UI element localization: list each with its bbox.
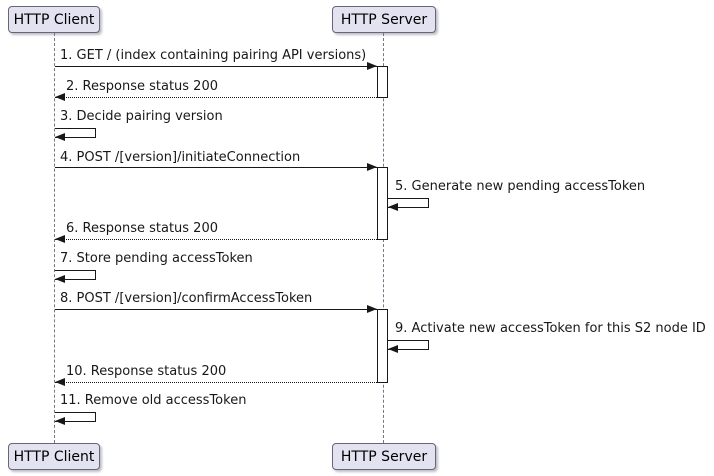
participant-http-server-top: HTTP Server [332,6,436,33]
participant-http-server-bottom: HTTP Server [332,443,436,470]
message-1-line [55,66,377,67]
message-4-label: 4. POST /[version]/initiateConnection [60,150,301,165]
message-9-arrowhead-icon [388,345,398,353]
message-11-label: 11. Remove old accessToken [60,393,247,408]
message-4-line [55,167,377,168]
participant-http-client-top-label: HTTP Client [13,11,95,28]
lifeline-http-client [54,33,55,443]
message-10-line [55,382,377,383]
message-6-label: 6. Response status 200 [66,221,218,236]
message-8-label: 8. POST /[version]/confirmAccessToken [60,291,313,306]
message-11-arrowhead-icon [55,417,65,425]
message-2-label: 2. Response status 200 [66,79,218,94]
message-5-self-loop [388,198,429,208]
participant-http-server-bottom-label: HTTP Server [340,448,428,465]
message-8-line [55,309,377,310]
message-8-arrowhead-icon [367,305,377,313]
message-6-arrowhead-icon [55,235,65,243]
message-9-label: 9. Activate new accessToken for this S2 … [395,321,706,336]
message-10-arrowhead-icon [55,378,65,386]
message-11-self-loop [55,412,96,422]
participant-http-client-bottom-label: HTTP Client [13,448,95,465]
message-7-self-loop [55,270,96,280]
message-5-label: 5. Generate new pending accessToken [395,179,646,194]
message-7-label: 7. Store pending accessToken [60,251,253,266]
message-6-line [55,239,377,240]
message-3-label: 3. Decide pairing version [60,109,223,124]
participant-http-server-top-label: HTTP Server [340,11,428,28]
message-7-arrowhead-icon [55,275,65,283]
message-1-arrowhead-icon [367,62,377,70]
message-3-self-loop [55,128,96,138]
message-5-arrowhead-icon [388,203,398,211]
participant-http-client-bottom: HTTP Client [8,443,100,470]
activation-bar-1 [377,66,388,98]
message-4-arrowhead-icon [367,163,377,171]
activation-bar-3 [377,309,388,383]
message-3-arrowhead-icon [55,133,65,141]
activation-bar-2 [377,167,388,240]
message-10-label: 10. Response status 200 [66,364,227,379]
message-1-label: 1. GET / (index containing pairing API v… [60,48,367,63]
participant-http-client-top: HTTP Client [8,6,100,33]
message-2-arrowhead-icon [55,93,65,101]
message-9-self-loop [388,340,429,350]
message-2-line [55,97,377,98]
